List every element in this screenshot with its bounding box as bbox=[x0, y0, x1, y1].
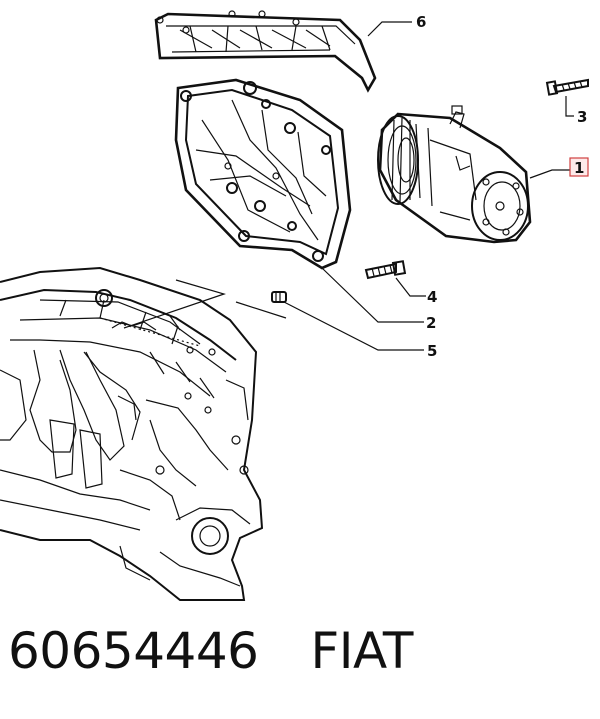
part-6-bracket bbox=[154, 10, 377, 93]
leader-1 bbox=[529, 169, 570, 179]
callout-5[interactable]: 5 bbox=[427, 342, 437, 360]
callout-3[interactable]: 3 bbox=[577, 108, 587, 126]
part-5-stud bbox=[271, 291, 287, 303]
part-number: 60654446 bbox=[8, 622, 259, 680]
part-3-bolt bbox=[545, 78, 589, 96]
brand-name: FIAT bbox=[310, 622, 414, 680]
callout-1[interactable]: 1 bbox=[574, 159, 584, 177]
leader-4 bbox=[395, 277, 426, 297]
leader-2 bbox=[321, 267, 424, 323]
engine-block bbox=[0, 266, 264, 601]
parts-diagram: 1 2 3 4 5 6 bbox=[0, 10, 589, 601]
caption: 60654446 FIAT bbox=[8, 622, 598, 702]
callout-1-highlight-box bbox=[569, 157, 589, 177]
leader-6 bbox=[367, 21, 412, 37]
callout-6[interactable]: 6 bbox=[416, 13, 426, 31]
leader-3 bbox=[565, 96, 574, 117]
part-2-mounting-bracket bbox=[174, 78, 352, 270]
guide-line-a bbox=[123, 279, 226, 329]
part-1-compressor bbox=[377, 105, 532, 244]
callout-2[interactable]: 2 bbox=[426, 314, 436, 332]
leader-5 bbox=[283, 301, 424, 351]
guide-line-b bbox=[235, 301, 287, 319]
callout-4[interactable]: 4 bbox=[427, 288, 437, 306]
part-4-bolt bbox=[364, 260, 407, 280]
